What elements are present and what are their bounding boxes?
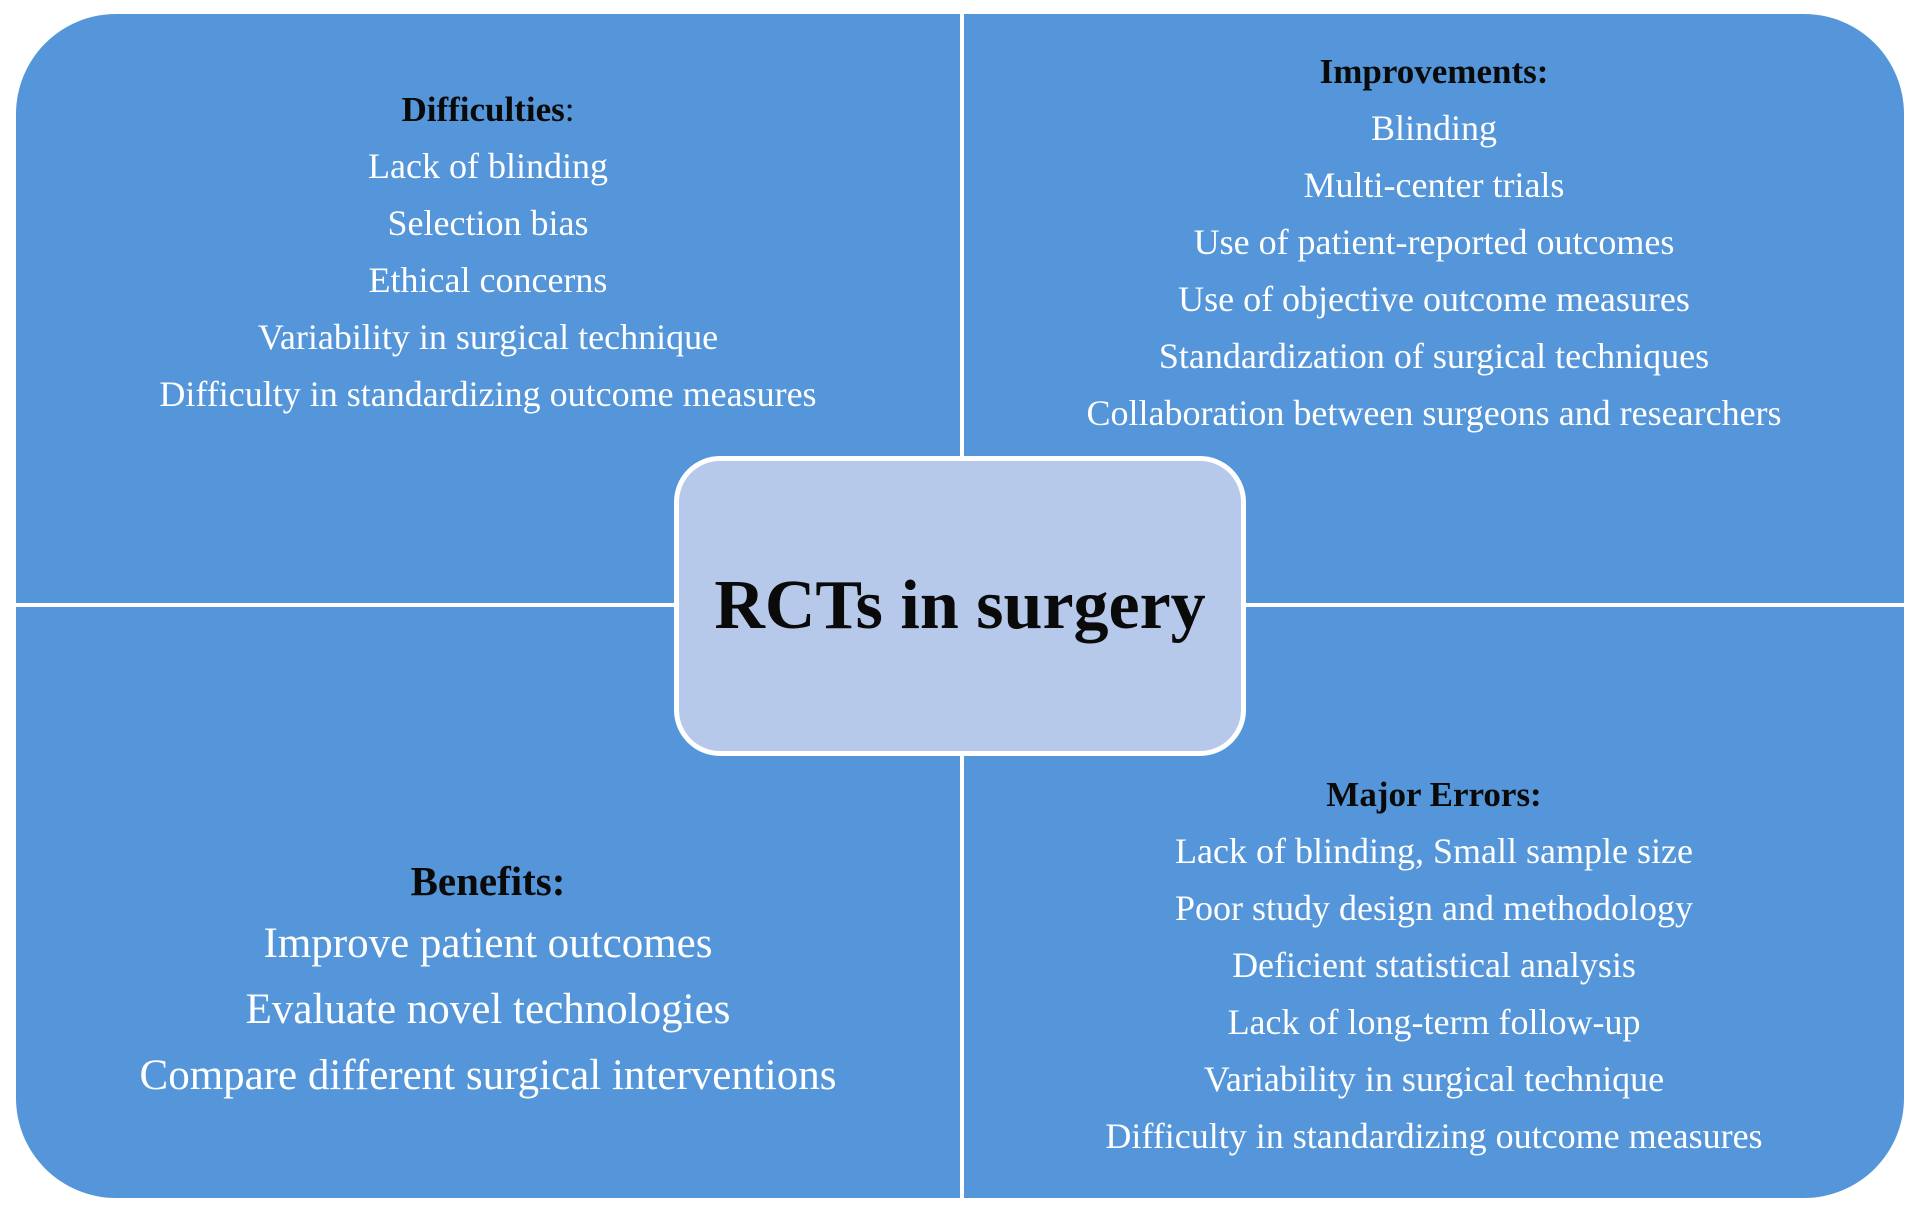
benefits-item: Improve patient outcomes xyxy=(263,920,713,967)
major-errors-item: Poor study design and methodology xyxy=(1175,888,1693,928)
major-errors-content: Major Errors: Lack of blinding, Small sa… xyxy=(964,767,1904,1165)
benefits-content: Benefits: Improve patient outcomes Evalu… xyxy=(16,851,960,1109)
difficulties-content: Difficulties: Lack of blinding Selection… xyxy=(16,82,960,423)
difficulties-quadrant: Difficulties: Lack of blinding Selection… xyxy=(16,14,960,603)
improvements-item: Standardization of surgical techniques xyxy=(1158,336,1710,376)
improvements-content: Improvements: Blinding Multi-center tria… xyxy=(964,44,1904,442)
improvements-item: Blinding xyxy=(1370,108,1498,148)
improvements-item: Use of patient-reported outcomes xyxy=(1193,222,1675,262)
center-title: RCTs in surgery xyxy=(714,567,1206,644)
difficulties-item: Variability in surgical technique xyxy=(257,317,719,357)
difficulties-item: Selection bias xyxy=(387,203,589,243)
improvements-item: Use of objective outcome measures xyxy=(1178,279,1690,319)
major-errors-item: Lack of blinding, Small sample size xyxy=(1175,831,1693,871)
center-node: RCTs in surgery xyxy=(674,456,1246,756)
difficulties-item: Ethical concerns xyxy=(368,260,608,300)
improvements-item: Multi-center trials xyxy=(1303,165,1565,205)
benefits-item: Evaluate novel technologies xyxy=(245,986,731,1033)
major-errors-item: Difficulty in standardizing outcome meas… xyxy=(1105,1116,1763,1156)
improvements-quadrant: Improvements: Blinding Multi-center tria… xyxy=(964,14,1904,603)
improvements-title: Improvements: xyxy=(1319,52,1549,91)
major-errors-item: Variability in surgical technique xyxy=(1203,1059,1665,1099)
benefits-item: Compare different surgical interventions xyxy=(139,1052,837,1099)
benefits-title: Benefits: xyxy=(410,858,566,904)
difficulties-title-colon: : xyxy=(564,90,575,129)
major-errors-item: Deficient statistical analysis xyxy=(1232,945,1636,985)
improvements-item: Collaboration between surgeons and resea… xyxy=(1086,393,1782,433)
difficulties-item: Difficulty in standardizing outcome meas… xyxy=(159,374,817,414)
difficulties-item: Lack of blinding xyxy=(368,146,608,186)
difficulties-title: Difficulties: xyxy=(401,90,575,129)
major-errors-title: Major Errors: xyxy=(1326,775,1542,814)
major-errors-item: Lack of long-term follow-up xyxy=(1227,1002,1641,1042)
